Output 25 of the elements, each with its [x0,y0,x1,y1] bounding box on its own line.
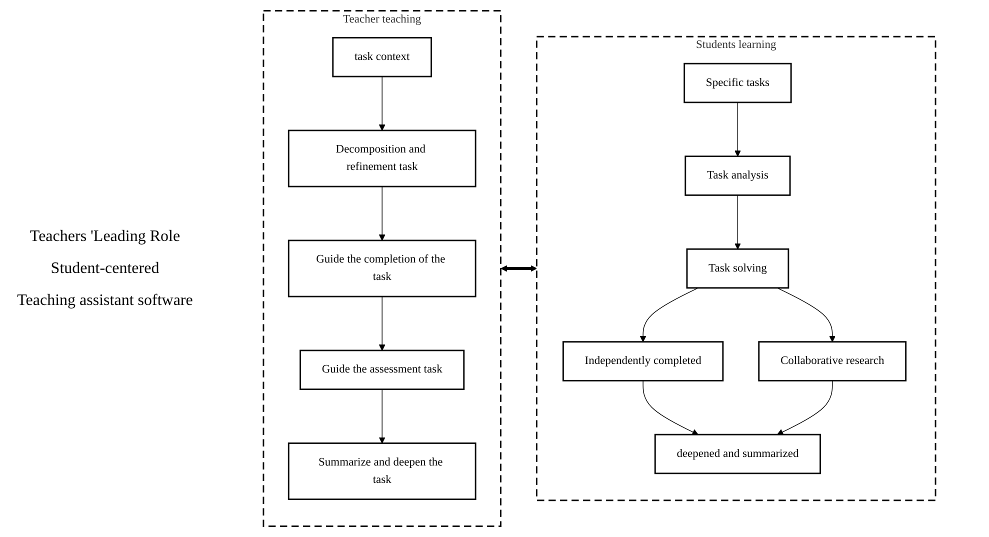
arrow [777,380,833,435]
arrow [734,102,741,157]
node-box: Decomposition and refinement task [288,130,476,188]
arrow [378,186,386,241]
arrow [776,288,836,342]
arrow [378,296,386,351]
arrow [378,388,386,444]
node-box: Summarize and deepen the task [288,442,476,500]
node-box: Task solving [686,248,790,289]
node-box: deepened and summarized [654,434,821,474]
note-text: Teaching assistant software [16,292,194,310]
arrow [378,76,386,131]
arrow [642,380,698,435]
node-box: Guide the completion of the task [288,240,476,298]
node-box: Guide the assessment task [300,350,465,390]
node-box: task context [332,37,432,78]
node-box: Collaborative research [758,341,907,382]
node-box: Task analysis [684,156,791,196]
node-box: Specific tasks [684,62,792,104]
node-box: Independently completed [562,341,724,382]
note-text: Teachers 'Leading Role [28,228,182,246]
arrow [734,194,741,250]
arrow [640,288,698,342]
note-text: Student-centered [50,260,160,278]
arrow [500,265,537,272]
